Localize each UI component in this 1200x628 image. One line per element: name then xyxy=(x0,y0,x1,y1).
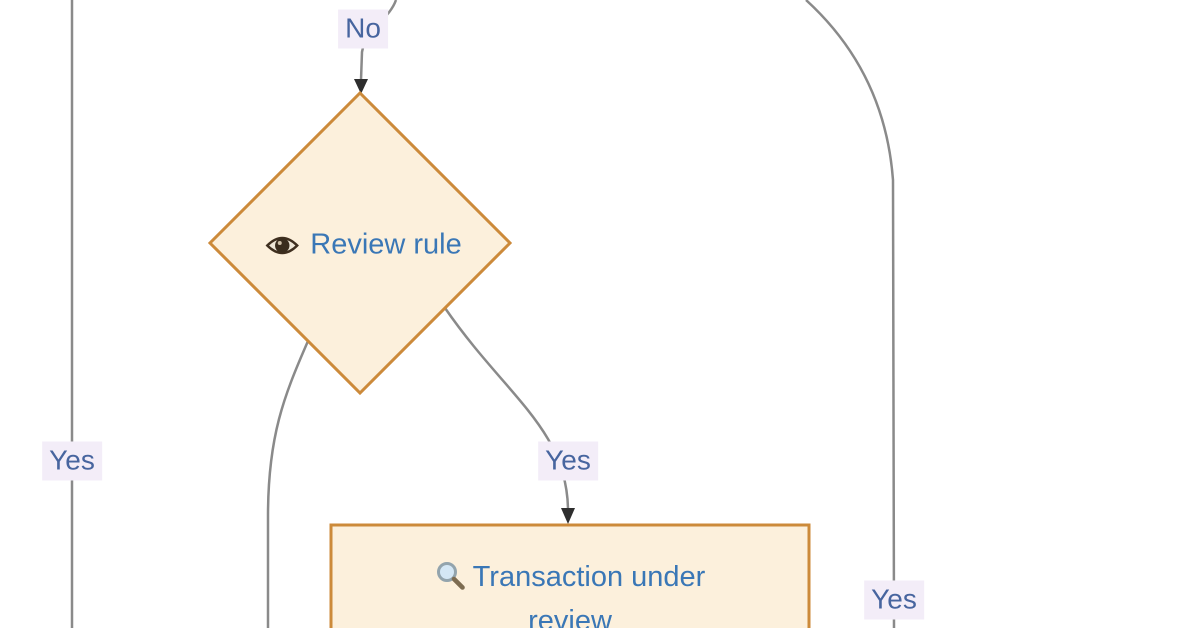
transaction-text: Transaction under review xyxy=(472,561,706,628)
connector-right-curve xyxy=(805,0,896,628)
edge-label-no[interactable]: No xyxy=(338,9,388,49)
review-rule-text: Review rule xyxy=(310,228,462,261)
transaction-node-label: Transaction under review xyxy=(405,555,735,628)
arrowhead-into-diamond xyxy=(354,79,368,94)
decision-node-review-rule[interactable] xyxy=(207,90,513,396)
magnifier-icon xyxy=(436,562,465,590)
edge-label-yes-left[interactable]: Yes xyxy=(42,441,102,481)
review-rule-node-label: Review rule xyxy=(264,229,462,262)
eye-icon xyxy=(265,236,299,254)
arrowhead-into-rectangle xyxy=(561,508,575,524)
connector-diamond-bottom-left xyxy=(266,340,310,628)
edge-label-yes-right[interactable]: Yes xyxy=(864,580,924,620)
edge-label-yes-center[interactable]: Yes xyxy=(538,441,598,481)
process-node-transaction-under-review[interactable] xyxy=(329,523,811,628)
